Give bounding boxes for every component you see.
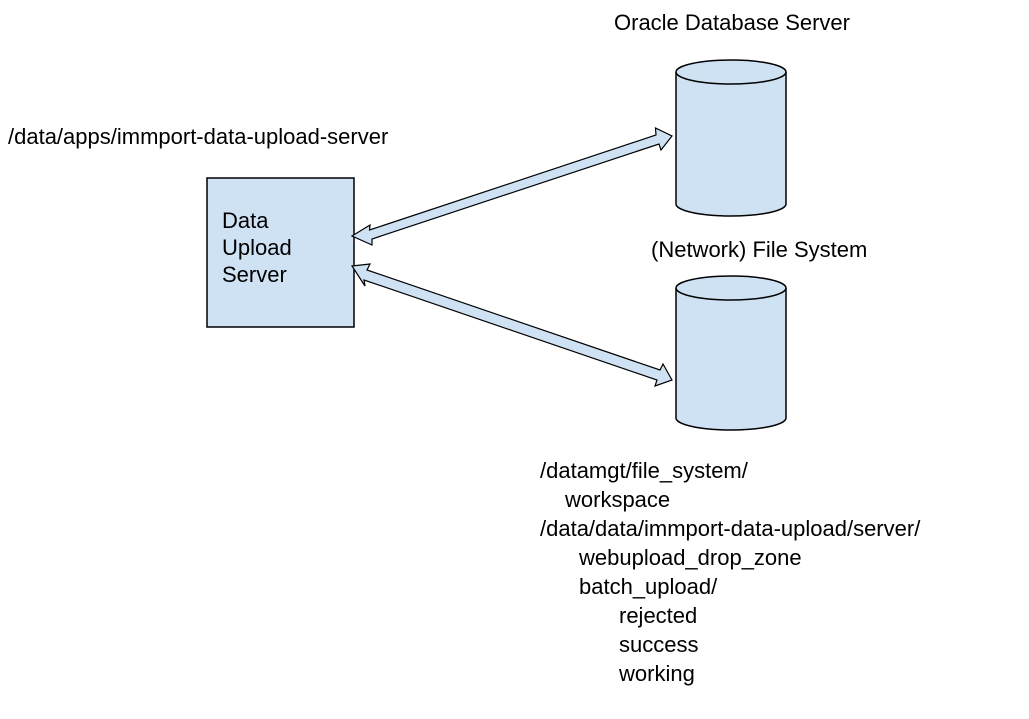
server-filesystem-double-arrow (350, 263, 673, 387)
server-path-label: /data/apps/immport-data-upload-server (8, 124, 389, 149)
filesystem-path-list: /datamgt/file_system/ workspace /data/da… (540, 456, 920, 688)
filesystem-title: (Network) File System (651, 237, 868, 262)
path-line: batch_upload/ (579, 574, 718, 599)
path-line: webupload_drop_zone (579, 545, 802, 570)
server-label: Data Upload Server (222, 207, 292, 288)
path-line: /datamgt/file_system/ (540, 458, 748, 483)
server-label-line-3: Server (222, 262, 287, 287)
path-line: rejected (619, 603, 698, 628)
path-line: /data/data/immport-data-upload/server/ (540, 516, 921, 541)
server-database-double-arrow (350, 127, 673, 246)
database-title: Oracle Database Server (614, 10, 850, 35)
path-line: workspace (565, 487, 671, 512)
data-upload-server-box (206, 177, 355, 328)
oracle-database-cylinder (675, 59, 787, 217)
path-line: working (619, 661, 695, 686)
path-line: success (619, 632, 699, 657)
file-system-cylinder (675, 275, 787, 431)
server-label-line-2: Upload (222, 235, 292, 260)
server-label-line-1: Data (222, 208, 269, 233)
